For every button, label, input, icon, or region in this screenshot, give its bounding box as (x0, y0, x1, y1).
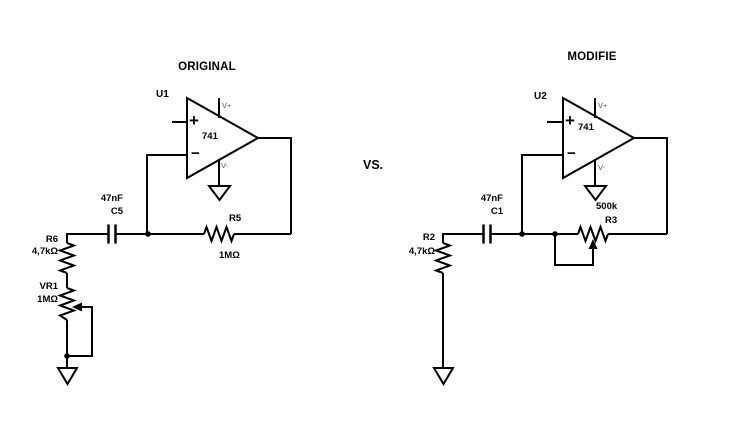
capacitor-c1-value-label: 47nF (480, 193, 503, 204)
resistor-r5-value-label: 1MΩ (219, 250, 240, 261)
potentiometer-r3-value-label: 500k (596, 201, 618, 212)
u1-part-number-label: 741 (202, 131, 218, 142)
vs-label: VS. (363, 158, 384, 172)
u1-minus-input-sign: − (191, 145, 200, 162)
resistor-r2-value-label: 4,7kΩ (408, 246, 435, 257)
potentiometer-r3-symbol (577, 224, 609, 244)
resistor-r6-symbol (57, 242, 77, 274)
u2-vplus-label: V+ (598, 101, 608, 110)
u2-part-number-label: 741 (578, 122, 594, 133)
right-circuit-graphics (432, 96, 668, 386)
resistor-r2-symbol (433, 242, 453, 274)
u2-plus-input-sign: + (565, 111, 575, 130)
u2-minus-input-sign: − (567, 145, 576, 162)
u1-ground-symbol-icon (207, 185, 232, 202)
right-junction-dot-wiper (552, 231, 558, 237)
resistor-r6-value-label: 4,7kΩ (31, 246, 58, 257)
resistor-r5-ref-label: R5 (229, 213, 242, 224)
vr1-junction-dot (64, 353, 70, 359)
vr1-wiper-arrow-icon (72, 302, 82, 312)
right-junction-dot-feedback (519, 231, 525, 237)
capacitor-c5-value-label: 47nF (100, 193, 123, 204)
potentiometer-vr1-value-label: 1MΩ (37, 294, 58, 305)
r3-wiper-wire (554, 234, 594, 266)
opamp-u1-ref-label: U1 (156, 89, 169, 100)
right-rail-left-wire (442, 233, 483, 243)
u1-minus-feedback-wire (146, 154, 187, 234)
u2-ground-symbol-icon (583, 185, 608, 202)
right-circuit-title: MODIFIE (567, 51, 617, 63)
resistor-r6-ref-label: R6 (45, 234, 58, 245)
u1-vminus-label: V- (221, 161, 229, 170)
capacitor-c5-ref-label: C5 (110, 206, 123, 217)
capacitor-c5-symbol (107, 224, 117, 244)
u1-vplus-label: V+ (222, 101, 232, 110)
capacitor-c1-symbol (482, 224, 492, 244)
potentiometer-vr1-symbol (57, 287, 77, 321)
u1-plus-input-sign: + (189, 111, 199, 130)
left-circuit-graphics (56, 96, 292, 386)
opamp-u2-ref-label: U2 (534, 91, 547, 102)
u2-vminus-label: V- (598, 163, 606, 172)
capacitor-c1-ref-label: C1 (490, 206, 503, 217)
u1-output-wire (258, 137, 292, 234)
potentiometer-vr1-ref-label: VR1 (39, 281, 58, 292)
left-junction-dot (145, 231, 151, 237)
opamp-u1-body (186, 96, 261, 180)
u2-minus-feedback-wire (521, 154, 563, 234)
resistor-r5-symbol (203, 224, 235, 244)
u2-output-wire (634, 137, 668, 234)
opamp-u2-body (562, 96, 637, 180)
left-bottom-ground-symbol-icon (56, 367, 79, 386)
potentiometer-r3-ref-label: R3 (605, 215, 618, 226)
vr1-wiper-wire (67, 306, 93, 357)
right-bottom-ground-symbol-icon (432, 367, 455, 386)
resistor-r2-ref-label: R2 (422, 232, 435, 243)
left-rail-left-wire (66, 233, 108, 243)
left-circuit-title: ORIGINAL (178, 61, 236, 73)
r3-wiper-arrow-icon (588, 239, 598, 249)
